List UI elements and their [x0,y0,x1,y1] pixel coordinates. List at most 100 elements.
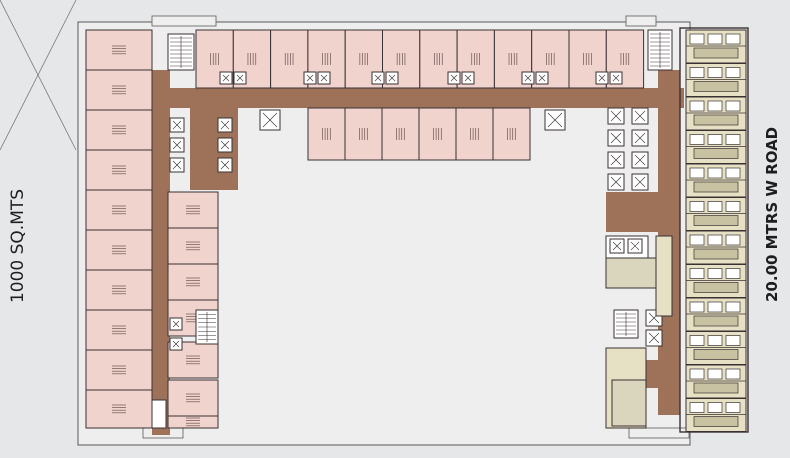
lift-cross [598,74,606,82]
lift-icon [169,337,183,351]
unit-annotation [186,355,200,365]
unit-floor [167,227,219,265]
lift-icon [217,137,233,153]
lift-cross [648,332,660,344]
fixture [725,33,741,45]
lift-cross [630,241,640,251]
shop-unit [85,149,153,191]
lift-cross [236,74,244,82]
shop-unit [492,107,531,161]
cross-line [0,0,77,151]
lift-icon [217,117,233,133]
unit-annotation [112,205,126,215]
road-label: 20.00 MTRS W ROAD [763,126,781,302]
gate-marker [625,15,657,27]
lift-cross [222,74,230,82]
apartment-unit [685,331,747,365]
lift-icon [607,173,625,191]
lift-cross [172,160,182,170]
fixture [689,368,705,380]
site-cross-icon [0,0,77,151]
fixture [707,268,723,279]
lift-icon [317,71,331,85]
shop-unit [167,263,219,301]
unit-annotation [545,53,555,65]
unit-annotation [470,128,479,140]
unit-annotation [508,53,518,65]
fixture [725,268,741,279]
lift-icon [645,329,663,347]
unit-annotation [112,85,126,95]
unit-annotation [359,53,368,65]
lift-cross [524,74,532,82]
lift-icon [169,317,183,331]
fixture [689,234,705,246]
apartment-column-outline [679,27,749,433]
lift-cross [634,110,646,122]
lift-icon [631,107,649,125]
lift-icon [535,71,549,85]
fixture [689,33,705,45]
lift-icon [521,71,535,85]
unit-floor [85,29,153,71]
unit-floor [85,109,153,151]
unit-floor [232,29,272,89]
lift-icon [609,238,625,254]
unit-floor [85,349,153,391]
west-corridor [152,70,170,435]
fixture [707,402,723,413]
lift-cross [547,112,563,128]
unit-annotation [186,277,200,287]
apartment-unit [685,163,747,198]
lift-icon [609,71,623,85]
unit-floor [85,149,153,191]
lift-icon [371,71,385,85]
shop-unit [85,109,153,151]
apartment-unit [685,398,747,432]
lift-icon [631,151,649,169]
lift-cross [450,74,458,82]
lift-icon [169,117,185,133]
shop-unit [381,107,420,161]
fixture [725,134,741,145]
lift-icon [169,157,185,173]
lift-icon [607,151,625,169]
fixture [689,67,705,78]
apartment-unit [685,297,747,332]
lift-cross [220,120,230,130]
unit-annotation [210,53,219,65]
unit-annotation [396,53,406,65]
stair-icon [167,33,195,71]
unit-floor [492,107,531,161]
fixture [725,201,741,212]
unit-annotation [112,325,126,335]
lift-cross [172,120,182,130]
lift-cross [320,74,328,82]
lift-cross [610,110,622,122]
room-partition [693,47,739,59]
fixture [689,335,705,346]
lift-icon [544,109,566,131]
fixture [707,134,723,145]
unit-annotation [247,53,257,65]
unit-annotation [112,45,126,55]
fixture [725,335,741,346]
fixture [707,100,723,112]
fixture [707,33,723,45]
stair-icon [613,309,639,339]
unit-floor [167,379,219,417]
fixture [689,167,705,179]
room-partition [693,215,739,226]
gate-marker [151,15,217,27]
lift-cross [610,176,622,188]
area-label: 1000 SQ.MTS [8,188,28,304]
fixture [707,67,723,78]
unit-annotation [112,365,126,375]
unit-annotation [112,245,126,255]
fixture [689,268,705,279]
shop-unit [85,69,153,111]
fixture [725,402,741,413]
shop-unit [307,107,346,161]
lift-icon [607,129,625,147]
